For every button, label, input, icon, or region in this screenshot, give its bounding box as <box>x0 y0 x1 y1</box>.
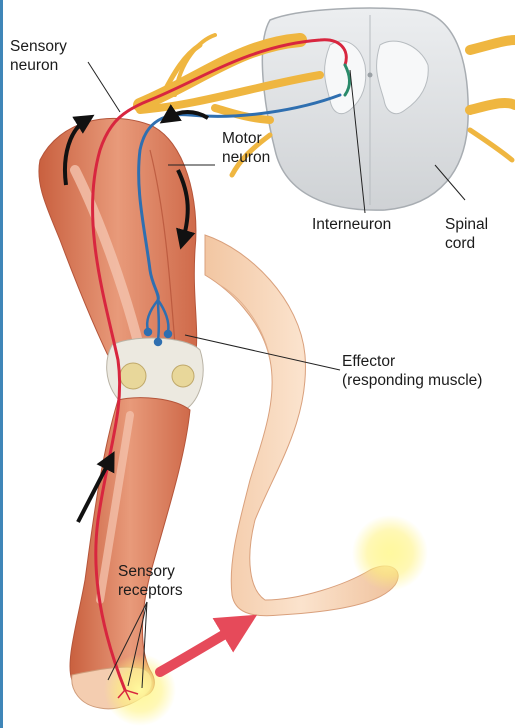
motor-neuron-label-line1: Motor <box>222 130 270 149</box>
withdrawal-movement-arrow <box>160 625 240 672</box>
effector-label-line2: (responding muscle) <box>342 372 482 391</box>
effector-label-line1: Effector <box>342 353 482 372</box>
spinal-cord-label-line2: cord <box>445 235 488 254</box>
motor-neuron-label: Motor neuron <box>222 130 270 167</box>
spinal-cord-label: Spinal cord <box>445 216 488 253</box>
motor-neuron-label-line2: neuron <box>222 149 270 168</box>
sensory-neuron-label-line2: neuron <box>10 57 67 76</box>
effector-label: Effector (responding muscle) <box>342 353 482 390</box>
stimulus-glow-extended-foot <box>352 515 428 591</box>
sensory-receptors-label-line2: receptors <box>118 582 183 601</box>
sensory-receptors-label: Sensory receptors <box>118 563 183 600</box>
interneuron-label-text: Interneuron <box>312 216 391 235</box>
sensory-neuron-label: Sensory neuron <box>10 38 67 75</box>
spinal-cord-label-line1: Spinal <box>445 216 488 235</box>
sensory-receptors-label-line1: Sensory <box>118 563 183 582</box>
bent-leg <box>39 118 203 708</box>
sensory-neuron-label-line1: Sensory <box>10 38 67 57</box>
interneuron-label: Interneuron <box>312 216 391 235</box>
